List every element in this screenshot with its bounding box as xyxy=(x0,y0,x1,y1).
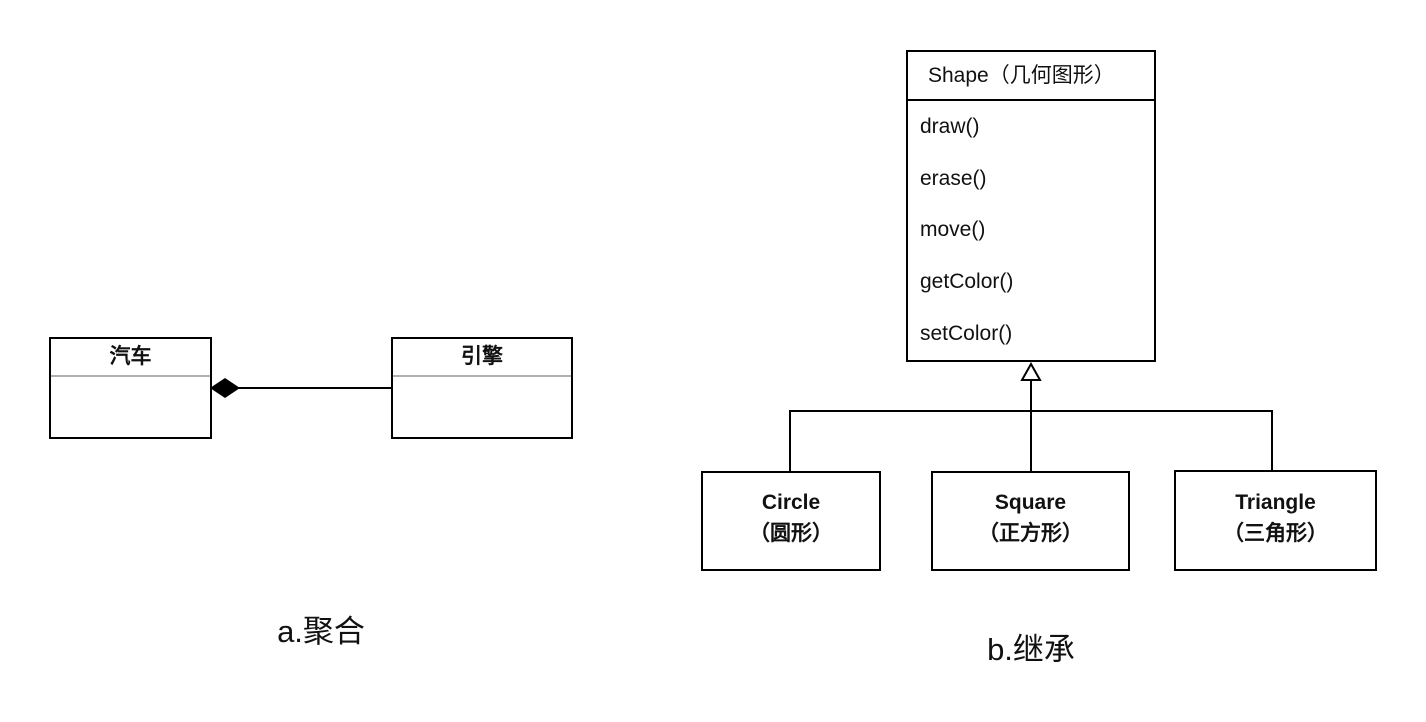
class-title-square: Square xyxy=(994,491,1067,514)
class-box-engine: 引擎 xyxy=(391,337,573,439)
method-erase: erase() xyxy=(920,166,987,190)
class-title-engine: 引擎 xyxy=(393,339,571,377)
hollow-triangle-arrow-icon xyxy=(1020,362,1042,381)
inheritance-line-right-vertical xyxy=(1271,410,1273,471)
class-title-car: 汽车 xyxy=(51,339,210,377)
caption-inheritance: b.继承 xyxy=(987,632,1075,667)
class-box-shape: Shape（几何图形） draw() erase() move() getCol… xyxy=(906,50,1156,362)
class-box-triangle: Triangle （三角形） xyxy=(1174,470,1377,571)
inheritance-line-middle-vertical xyxy=(1030,380,1032,471)
method-getcolor: getColor() xyxy=(920,270,1014,294)
class-title-circle: Circle xyxy=(761,491,821,514)
shape-method-list: draw() erase() move() getColor() setColo… xyxy=(908,101,1154,360)
class-box-car: 汽车 xyxy=(49,337,212,439)
caption-aggregation: a.聚合 xyxy=(277,614,365,649)
filled-diamond-icon xyxy=(210,378,240,398)
method-draw: draw() xyxy=(920,114,980,138)
inheritance-line-left-vertical xyxy=(789,410,791,471)
aggregation-connector-line xyxy=(236,387,392,389)
method-move: move() xyxy=(920,218,986,242)
class-title-square-chinese: （正方形） xyxy=(978,522,1083,545)
class-title-circle-chinese: （圆形） xyxy=(749,522,833,545)
inheritance-line-horizontal xyxy=(789,410,1273,412)
class-title-triangle: Triangle xyxy=(1235,490,1316,514)
class-box-square: Square （正方形） xyxy=(931,471,1130,571)
class-box-circle: Circle （圆形） xyxy=(701,471,881,571)
method-setcolor: setColor() xyxy=(920,322,1013,346)
class-title-triangle-chinese: （三角形） xyxy=(1223,521,1328,545)
class-title-shape: Shape（几何图形） xyxy=(908,52,1154,101)
